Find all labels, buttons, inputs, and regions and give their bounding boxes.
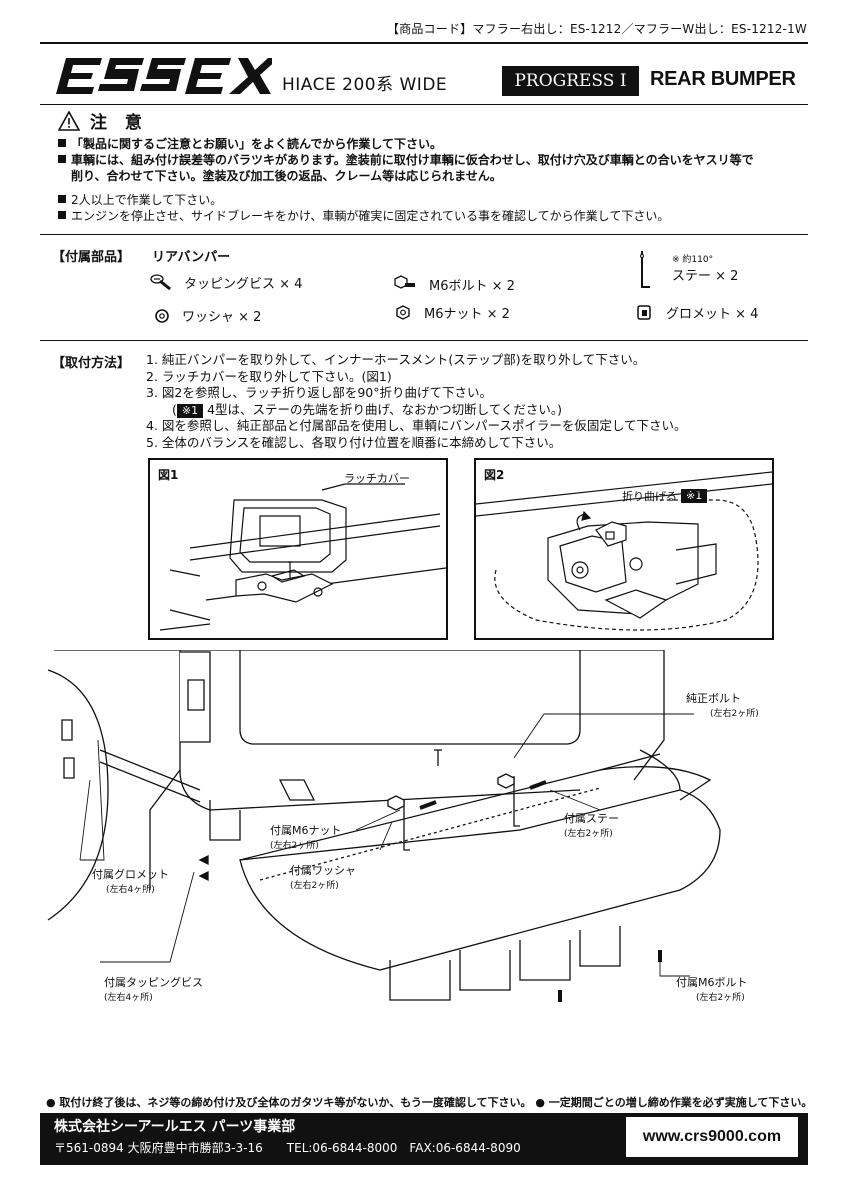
product-name: REAR BUMPER: [650, 68, 796, 90]
essex-logo: [56, 58, 272, 94]
figure-2-label: 図2: [484, 468, 505, 482]
callout-sub: (左右2ヶ所): [696, 993, 745, 1003]
callout-sub: (左右2ヶ所): [564, 829, 613, 839]
step-3-note-text: 4型は、ステーの先端を折り曲げ、なおかつ切断してください。): [203, 401, 563, 417]
callout-stay: 付属ステー (左右2ヶ所): [564, 810, 619, 839]
bullet-square: [58, 139, 66, 147]
callout-m6-bolt: 付属M6ボルト (左右2ヶ所): [676, 974, 748, 1003]
callout-grommet: 付属グロメット (左右4ヶ所): [92, 866, 169, 895]
section-rule: [40, 340, 808, 341]
callout-sub: (左右2ヶ所): [270, 841, 319, 851]
section-rule: [40, 234, 808, 235]
caution-item: エンジンを停止させ、サイドブレーキをかけ、車輌が確実に固定されている事を確認して…: [71, 209, 670, 223]
header-rule: [40, 104, 808, 105]
caution-notes: 2人以上で作業して下さい。 エンジンを停止させ、サイドブレーキをかけ、車輌が確実…: [58, 192, 818, 224]
callout-m6-nut: 付属M6ナット (左右2ヶ所): [270, 822, 342, 851]
caution-title: 注 意: [90, 113, 148, 133]
parts-label: 【付属部品】: [52, 250, 131, 265]
latch-cover-illustration: [159, 483, 446, 631]
callout-sub: (左右2ヶ所): [290, 881, 339, 891]
callout-sub: (左右2ヶ所): [710, 709, 759, 719]
step-item: 2. ラッチカバーを取り外して下さい。(図1): [146, 368, 392, 384]
bullet-square: [58, 211, 66, 219]
figure-1: 図1 ラッチカバー: [148, 458, 448, 640]
series-badge: PROGRESS I: [502, 66, 639, 96]
stay-angle-note: ※ 約110°: [672, 255, 714, 265]
part-label: グロメット × 4: [666, 307, 759, 322]
callout-sub: (左右4ヶ所): [106, 885, 155, 895]
washer-icon: [155, 308, 169, 323]
bullet-square: [58, 195, 66, 203]
step-item: 4. 図を参照し、純正部品と付属部品を使用し、車輌にバンパースポイラーを仮固定し…: [146, 418, 687, 433]
caution-heading: 注 意: [58, 108, 148, 133]
parts-main-item: リアバンパー: [152, 250, 231, 265]
top-rule: [40, 42, 808, 44]
part-label: タッピングビス × 4: [184, 276, 303, 292]
bullet-square: [58, 155, 66, 163]
m6-nut-icon: [396, 304, 410, 320]
part-label: ワッシャ × 2: [182, 310, 262, 325]
company-address: 〒561-0894 大阪府豊中市勝部3-3-16 TEL:06-6844-800…: [54, 1141, 521, 1155]
part-label: ステー × 2: [672, 269, 739, 284]
part-m6-bolt: M6ボルト × 2: [393, 274, 515, 294]
figure-2: 図2 折り曲げる ※1: [474, 458, 774, 640]
callout-title: 付属M6ボルト: [676, 976, 748, 989]
method-label: 【取付方法】: [52, 356, 131, 371]
stay-icon: [640, 251, 650, 288]
figure-1-label: 図1: [158, 468, 179, 482]
tapping-screw-icon: [150, 274, 171, 291]
final-check-note: ● 取付け終了後は、ネジ等の締め付け及び全体のガタツキ等がないか、もう一度確認し…: [46, 1096, 813, 1109]
warning-icon: [58, 110, 80, 131]
step-item: 3. 図2を参照し、ラッチ折り返し部を90°折り曲げて下さい。: [146, 385, 493, 400]
callout-washer: 付属ワッシャ (左右2ヶ所): [290, 862, 356, 891]
part-label: M6ナット × 2: [424, 307, 510, 322]
method-steps: 1. 純正バンパーを取り外して、インナーホースメント(ステップ部)を取り外して下…: [146, 352, 687, 451]
callout-title: 付属ステー: [564, 812, 619, 825]
caution-item: 削り、合わせて下さい。塗装及び加工後の返品、クレーム等は応じられません。: [71, 169, 502, 183]
part-grommet: グロメット × 4: [636, 303, 758, 322]
installation-diagram: [47, 650, 721, 1002]
latch-bend-illustration: [476, 471, 772, 631]
latch-cover-callout: ラッチカバー: [344, 472, 410, 485]
product-code: 【商品コード】マフラー右出し：ES-1212／マフラーW出し：ES-1212-1…: [386, 22, 807, 36]
step-3-note: (※1 4型は、ステーの先端を折り曲げ、なおかつ切断してください。): [146, 402, 687, 419]
website-link[interactable]: www.crs9000.com: [626, 1117, 798, 1157]
callout-stock-bolt: 純正ボルト (左右2ヶ所): [686, 690, 759, 719]
company-name: 株式会社シーアールエス パーツ事業部: [54, 1119, 296, 1135]
note-badge: ※1: [176, 403, 204, 418]
callout-tapping-screw: 付属タッピングビス (左右4ヶ所): [104, 974, 203, 1003]
caution-item: 車輌には、組み付け誤差等のバラツキがあります。塗装前に取付け車輌に仮合わせし、取…: [71, 153, 754, 167]
stay-illustration: [636, 250, 652, 294]
callout-title: 付属グロメット: [92, 868, 169, 881]
callout-title: 純正ボルト: [686, 692, 741, 705]
part-m6-nut: M6ナット × 2: [394, 303, 510, 322]
model-name: HIACE 200系 WIDE: [282, 75, 448, 95]
grommet-icon: [637, 304, 651, 320]
part-washer: ワッシャ × 2: [154, 306, 261, 325]
step-item: 1. 純正バンパーを取り外して、インナーホースメント(ステップ部)を取り外して下…: [146, 352, 646, 367]
callout-sub: (左右4ヶ所): [104, 993, 153, 1003]
part-label: M6ボルト × 2: [429, 278, 515, 294]
caution-item: 2人以上で作業して下さい。: [71, 193, 223, 207]
callout-title: 付属M6ナット: [270, 824, 342, 837]
m6-bolt-icon: [394, 275, 415, 289]
part-tapping-screw: タッピングビス × 4: [150, 272, 302, 292]
callout-title: 付属タッピングビス: [104, 976, 203, 989]
caution-item: 「製品に関するご注意とお願い」をよく読んでから作業して下さい。: [71, 137, 443, 151]
step-3-note-open: (: [172, 401, 177, 417]
part-stay: ステー × 2: [672, 265, 738, 284]
step-item: 5. 全体のバランスを確認し、各取り付け位置を順番に本締めして下さい。: [146, 434, 562, 450]
caution-notes-bold: 「製品に関するご注意とお願い」をよく読んでから作業して下さい。 車輌には、組み付…: [58, 136, 818, 184]
callout-title: 付属ワッシャ: [290, 864, 356, 877]
